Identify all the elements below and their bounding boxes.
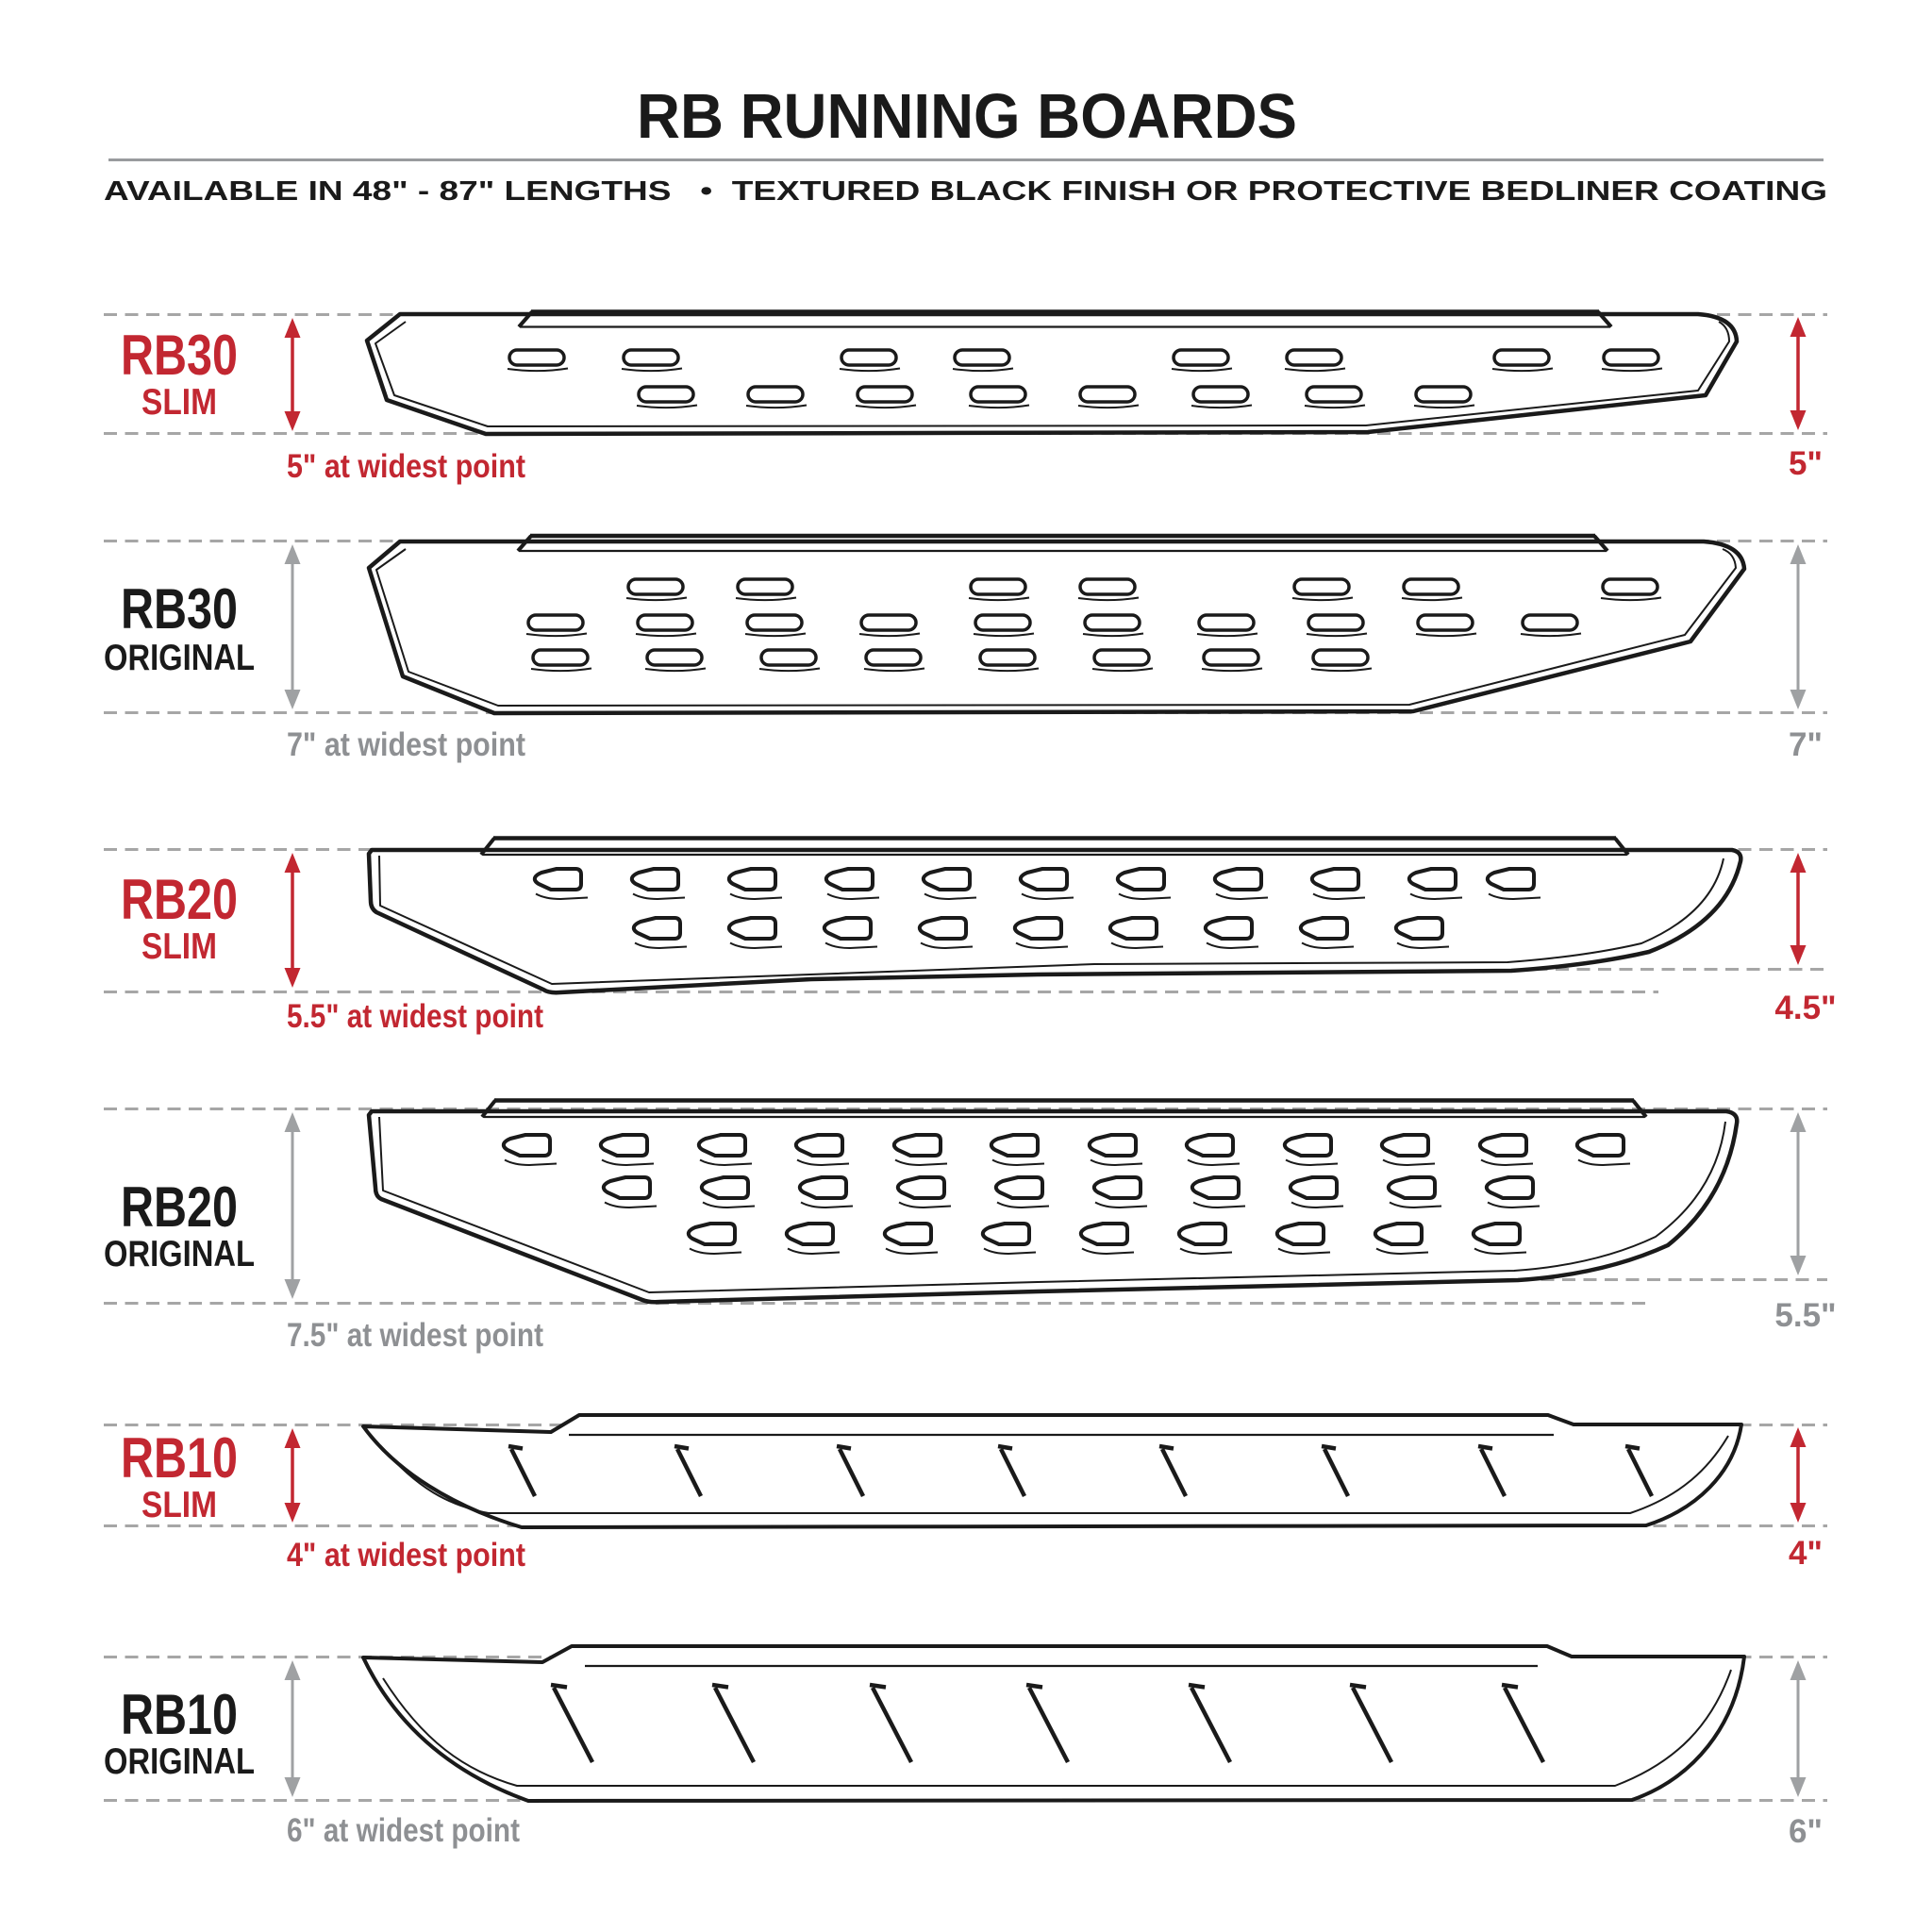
svg-text:ORIGINAL: ORIGINAL [104,1234,255,1274]
svg-text:ORIGINAL: ORIGINAL [104,638,255,678]
svg-text:7.5" at widest point: 7.5" at widest point [287,1317,543,1354]
svg-text:4.5": 4.5" [1774,990,1836,1026]
svg-text:SLIM: SLIM [142,926,217,967]
svg-text:5": 5" [1789,445,1823,482]
svg-text:7" at widest point: 7" at widest point [287,726,525,763]
svg-text:RB30: RB30 [121,324,238,387]
svg-text:7": 7" [1789,726,1823,763]
svg-text:RB10: RB10 [121,1426,238,1490]
svg-text:5.5": 5.5" [1774,1297,1836,1334]
svg-text:RB20: RB20 [121,1175,238,1239]
svg-text:RB RUNNING BOARDS: RB RUNNING BOARDS [637,81,1297,152]
svg-text:AVAILABLE IN 48" - 87" LENGTHS: AVAILABLE IN 48" - 87" LENGTHS • TEXTURE… [104,176,1827,207]
svg-text:5" at widest point: 5" at widest point [287,448,525,485]
svg-text:SLIM: SLIM [142,1485,217,1525]
svg-text:4" at widest point: 4" at widest point [287,1537,525,1574]
svg-text:RB20: RB20 [121,868,238,931]
svg-text:RB30: RB30 [121,577,238,641]
svg-text:6": 6" [1789,1813,1823,1850]
svg-text:4": 4" [1789,1535,1823,1572]
svg-text:RB10: RB10 [121,1683,238,1746]
svg-text:ORIGINAL: ORIGINAL [104,1741,255,1782]
svg-text:5.5" at widest point: 5.5" at widest point [287,998,543,1035]
svg-text:SLIM: SLIM [142,382,217,423]
svg-text:6" at widest point: 6" at widest point [287,1812,520,1849]
